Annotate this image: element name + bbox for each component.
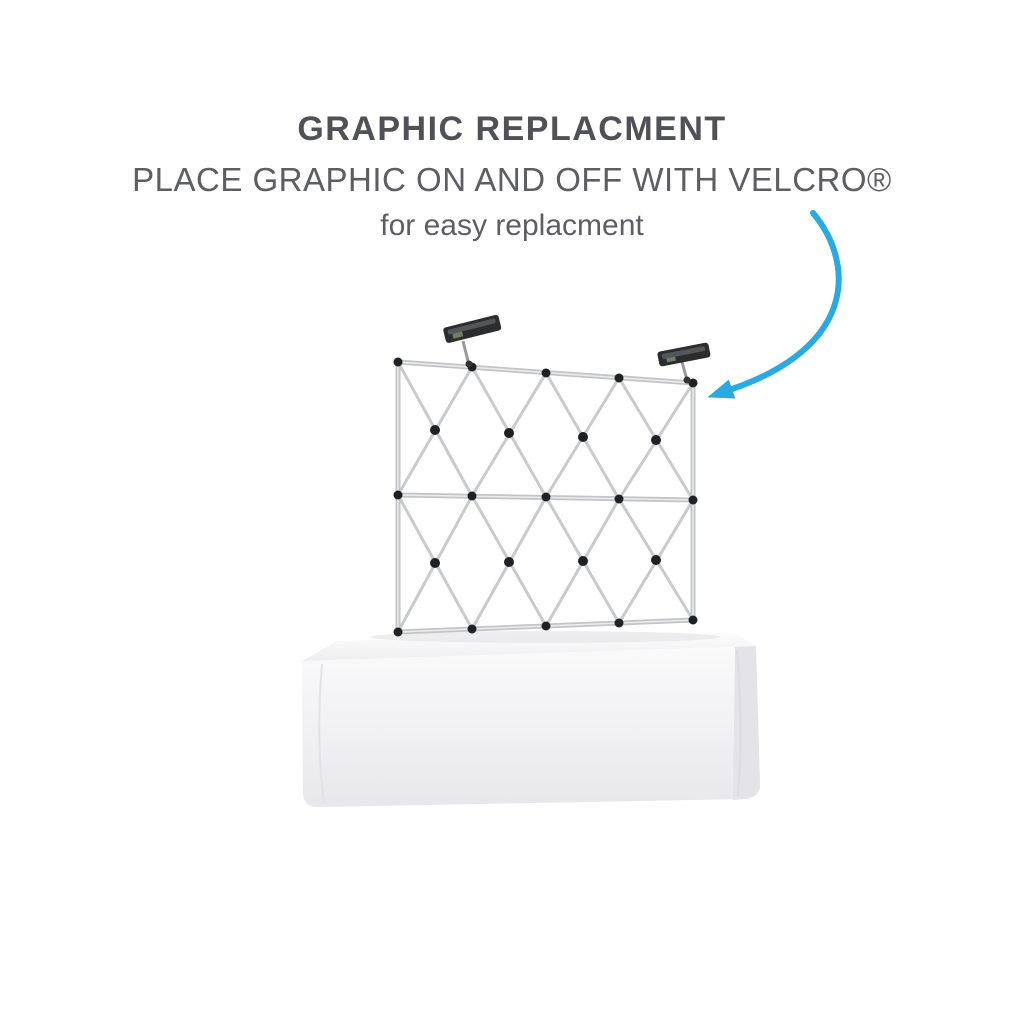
- diagram-subtitle: PLACE GRAPHIC ON AND OFF WITH VELCRO®: [132, 161, 892, 198]
- tablecloth-fold-left: [318, 663, 325, 803]
- tablecloth-fold-right: [736, 649, 742, 798]
- callout-arrow: [707, 210, 842, 399]
- callout-arrowhead: [707, 379, 736, 399]
- frame-hubs: [393, 357, 698, 637]
- annotation-caption: GRAPHIC REPLACMENT PLACE GRAPHIC ON AND …: [0, 110, 1024, 243]
- frame-shadow-on-table: [370, 631, 720, 643]
- diagram-note: for easy replacment: [380, 209, 644, 242]
- spotlight-right-icon: [657, 342, 711, 384]
- spotlight-left-icon: [443, 314, 502, 368]
- table-with-tablecloth: [302, 629, 760, 808]
- tablecloth-side: [733, 646, 760, 800]
- tablecloth-front: [302, 646, 760, 808]
- display-frame: [393, 357, 698, 637]
- callout-arrow-curve: [729, 210, 842, 392]
- diagram-title: GRAPHIC REPLACMENT: [297, 110, 727, 148]
